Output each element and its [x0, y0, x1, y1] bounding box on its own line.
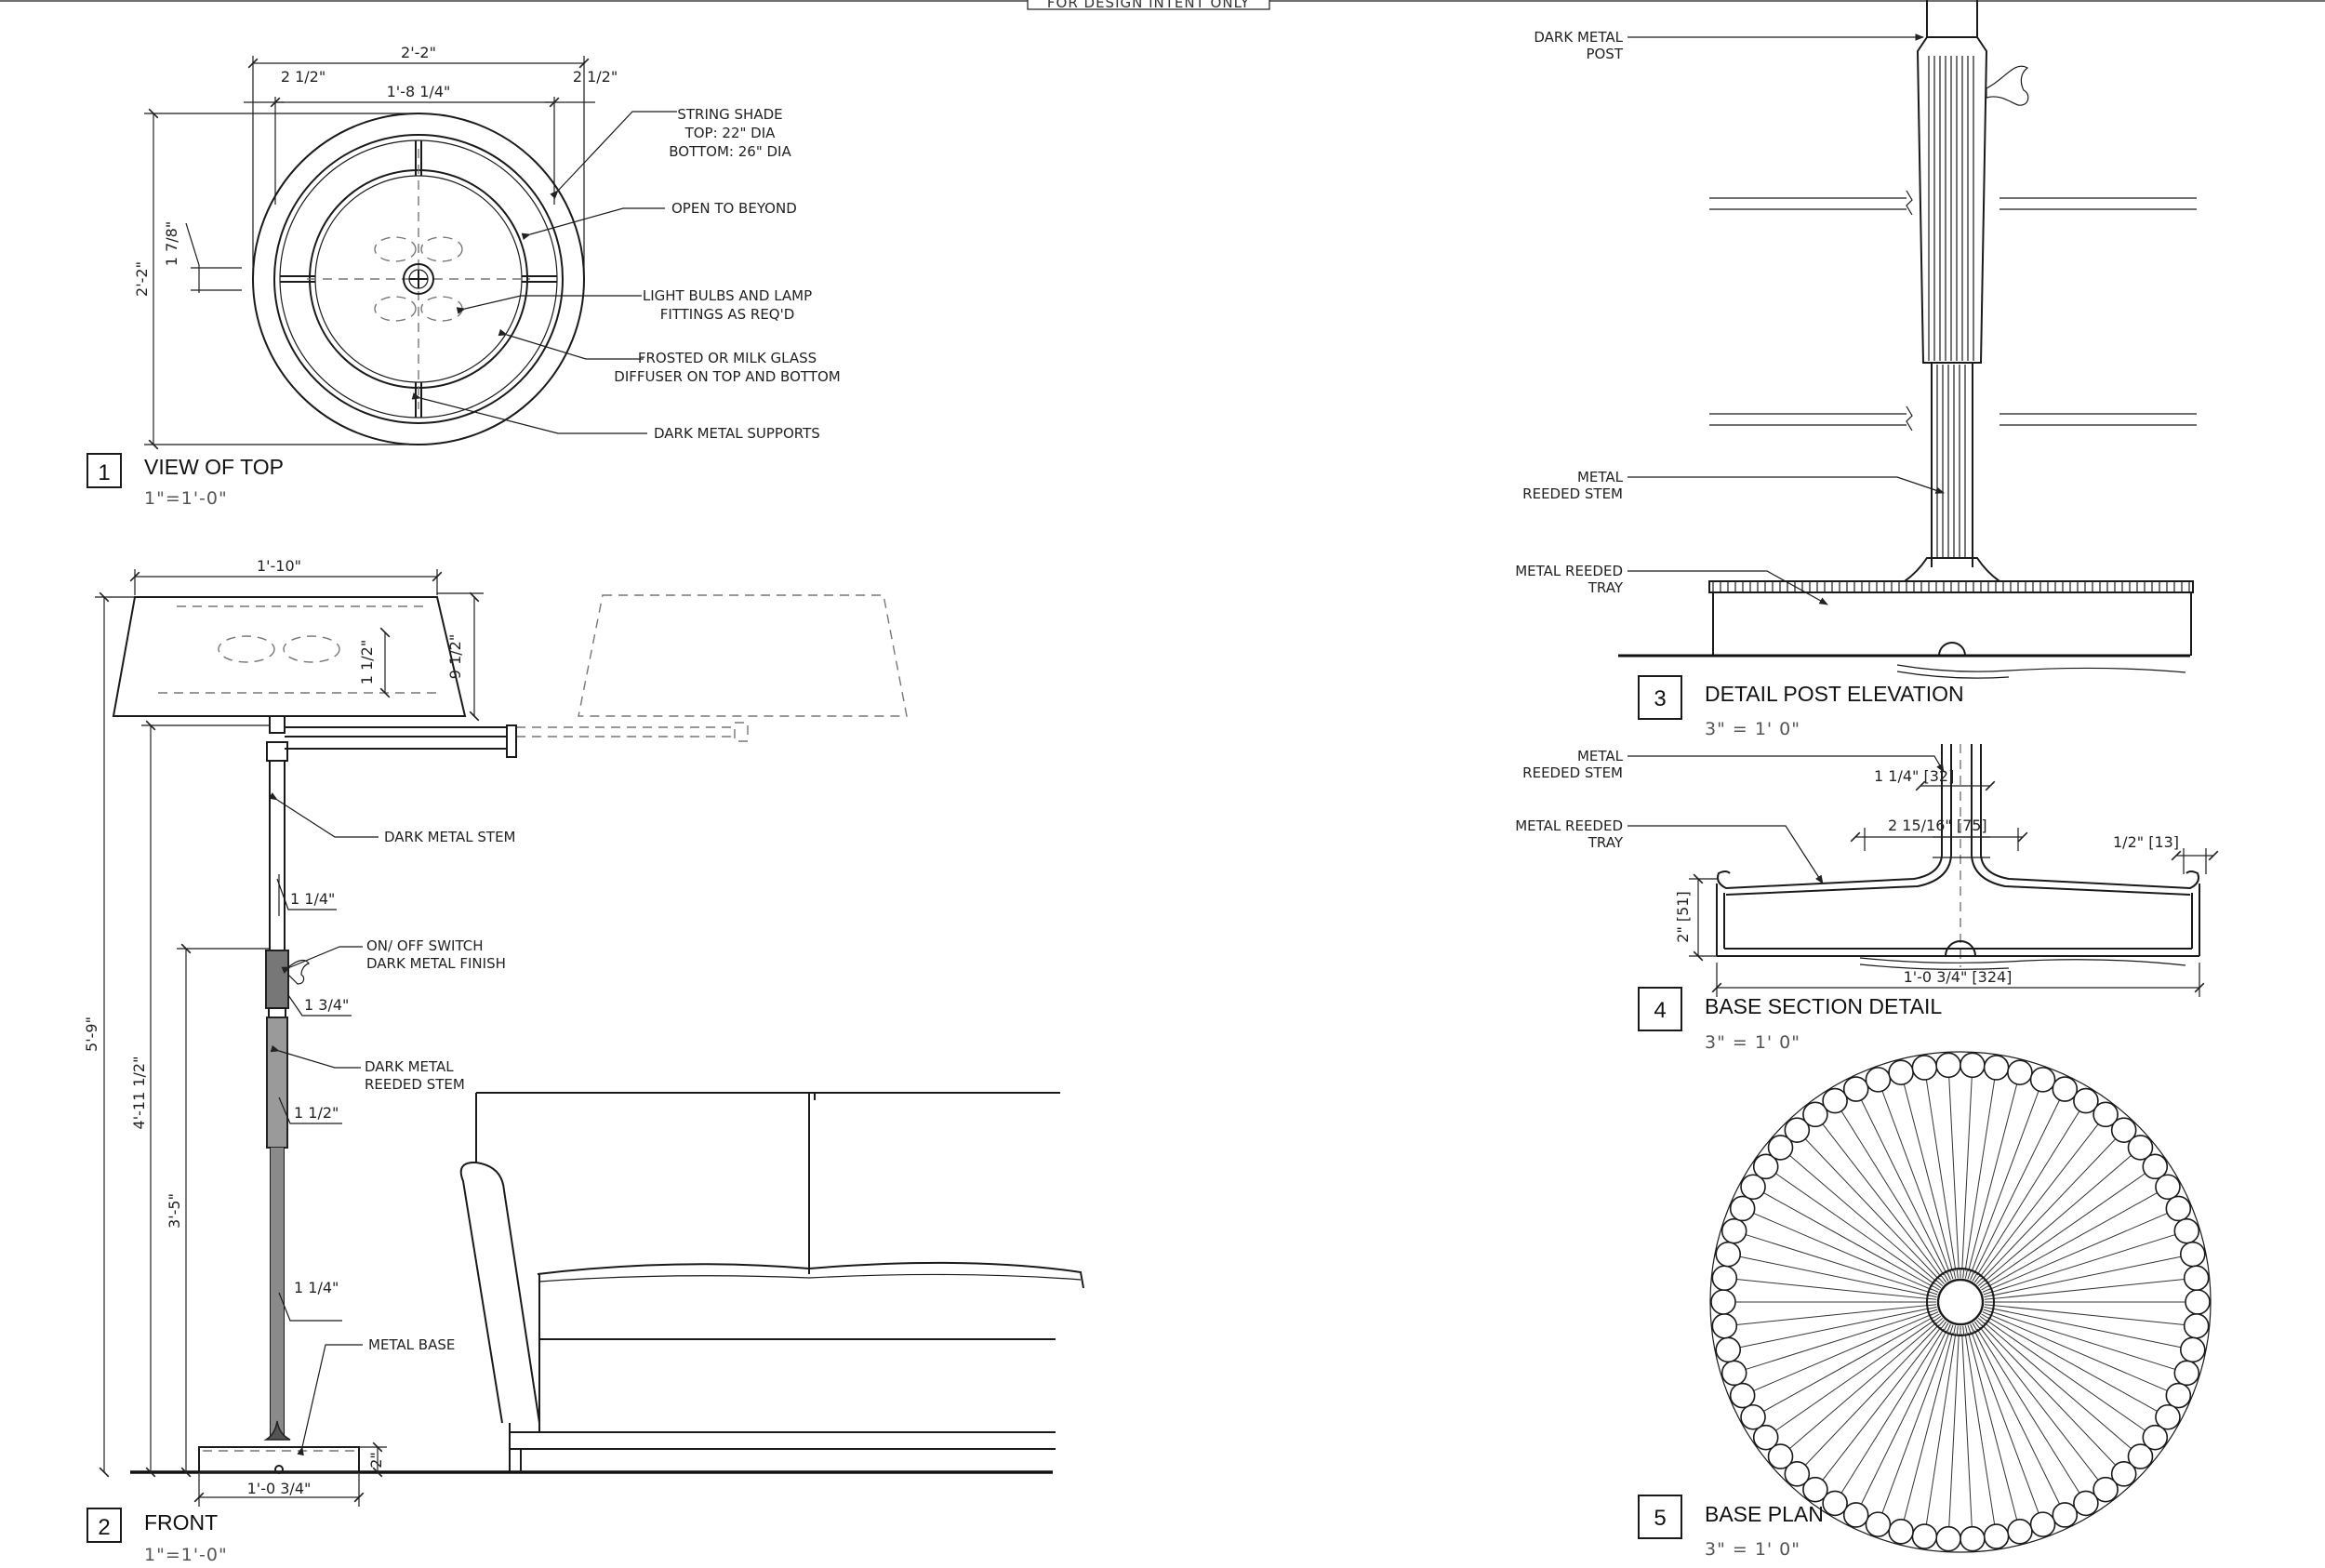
- view4-title: BASE SECTION DETAIL: [1705, 994, 1942, 1018]
- dim-shade-height: 9 1/2": [446, 634, 464, 679]
- note-post-tray-2: TRAY: [1588, 579, 1624, 596]
- dim-switch-height: 3'-5": [166, 1193, 183, 1229]
- view1-number-box: [86, 453, 122, 488]
- dim-right-offset: 2 1/2": [573, 68, 618, 86]
- dim-fitting: 1 1/2": [358, 640, 376, 684]
- note-reeded-2: REEDED STEM: [365, 1076, 465, 1093]
- dim-d3: 1 1/2": [294, 1104, 339, 1122]
- view-of-top: 2'-2" 1'-8 1/4" 2 1/2" 2 1/2" 2'-2" 1 7/…: [86, 44, 841, 509]
- view2-number-box: [86, 1508, 122, 1543]
- view3-number: 3: [1654, 686, 1666, 711]
- note-diffuser-2: DIFFUSER ON TOP AND BOTTOM: [614, 368, 840, 385]
- note-bulbs-1: LIGHT BULBS AND LAMP: [643, 287, 812, 304]
- view5-scale: 3" = 1' 0": [1705, 1539, 1800, 1560]
- dim-shade-width: 1'-10": [257, 557, 301, 575]
- note-reeded-1: DARK METAL: [365, 1058, 454, 1075]
- view1-scale: 1"=1'-0": [144, 488, 228, 509]
- view3-number-box: [1638, 675, 1682, 720]
- dim-neck: 2 15/16" [75]: [1888, 817, 1987, 834]
- dim-d1: 1 1/4": [290, 890, 335, 908]
- dim-base-width: 1'-0 3/4": [247, 1480, 312, 1497]
- base-plan: 5 BASE PLAN 3" = 1' 0": [1638, 1051, 2212, 1560]
- dim-overall-height: 5'-9": [83, 1017, 100, 1052]
- dim-arm-height: 4'-11 1/2": [130, 1056, 148, 1130]
- base-section-detail: 1 1/4" [32] 2 15/16" [75] 1/2" [13] 2" […: [1515, 744, 2219, 1053]
- note-post-1: DARK METAL: [1534, 29, 1623, 46]
- note-post-stem-2: REEDED STEM: [1522, 485, 1623, 502]
- view3-title: DETAIL POST ELEVATION: [1705, 682, 1964, 706]
- banner: FOR DESIGN INTENT ONLY: [0, 0, 2325, 11]
- note-post-2: POST: [1586, 46, 1623, 62]
- note-section-tray-2: TRAY: [1588, 834, 1624, 851]
- view1-number: 1: [98, 460, 110, 485]
- view5-number: 5: [1654, 1506, 1666, 1531]
- note-shade-2: TOP: 22" DIA: [684, 125, 777, 141]
- note-section-stem-1: METAL: [1577, 748, 1624, 764]
- note-base: METAL BASE: [368, 1336, 455, 1353]
- note-bulbs-2: FITTINGS AS REQ'D: [660, 306, 795, 323]
- note-shade-1: STRING SHADE: [677, 106, 782, 123]
- dim-section-height: 2" [51]: [1674, 891, 1692, 942]
- note-post-stem-1: METAL: [1577, 469, 1624, 485]
- banner-text: FOR DESIGN INTENT ONLY: [1047, 0, 1250, 11]
- view4-number: 4: [1654, 998, 1666, 1023]
- dim-overall-width: 2'-2": [401, 44, 436, 61]
- view4-scale: 3" = 1' 0": [1705, 1032, 1800, 1053]
- dim-d2: 1 3/4": [304, 996, 349, 1014]
- dim-small: 1 7/8": [163, 221, 180, 266]
- dim-stem-section: 1 1/4" [32]: [1874, 767, 1954, 785]
- dim-section-width: 1'-0 3/4" [324]: [1904, 968, 2013, 986]
- note-stem: DARK METAL STEM: [384, 829, 515, 845]
- note-section-stem-2: REEDED STEM: [1522, 764, 1623, 781]
- view1-title: VIEW OF TOP: [144, 455, 284, 479]
- view3-scale: 3" = 1' 0": [1705, 719, 1800, 739]
- view5-title: BASE PLAN: [1705, 1502, 1824, 1526]
- dim-base-height: 2": [367, 1452, 385, 1468]
- front-elevation: 1'-10" 9 1/2" 1 1/2" 5'-9" 4'-11 1/2" 3'…: [83, 557, 1084, 1565]
- view2-scale: 1"=1'-0": [144, 1545, 228, 1565]
- note-switch-1: ON/ OFF SWITCH: [366, 937, 484, 954]
- note-post-tray-1: METAL REEDED: [1515, 563, 1623, 579]
- view5-number-box: [1638, 1495, 1682, 1539]
- view2-title: FRONT: [144, 1510, 218, 1535]
- note-shade-3: BOTTOM: 26" DIA: [669, 143, 791, 160]
- dim-lip: 1/2" [13]: [2113, 833, 2179, 851]
- note-diffuser-1: FROSTED OR MILK GLASS: [638, 350, 817, 366]
- view4-number-box: [1638, 987, 1682, 1031]
- detail-post-elevation: DARK METAL POST METAL REEDED STEM METAL …: [1515, 0, 2197, 739]
- dim-left-offset: 2 1/2": [281, 68, 326, 86]
- note-section-tray-1: METAL REEDED: [1515, 817, 1623, 834]
- dim-inner-width: 1'-8 1/4": [387, 83, 451, 100]
- note-open: OPEN TO BEYOND: [671, 200, 797, 217]
- dim-height: 2'-2": [133, 261, 151, 297]
- note-supports: DARK METAL SUPPORTS: [654, 425, 820, 442]
- view2-number: 2: [98, 1515, 110, 1540]
- note-switch-2: DARK METAL FINISH: [366, 955, 506, 972]
- dim-d4: 1 1/4": [294, 1279, 339, 1296]
